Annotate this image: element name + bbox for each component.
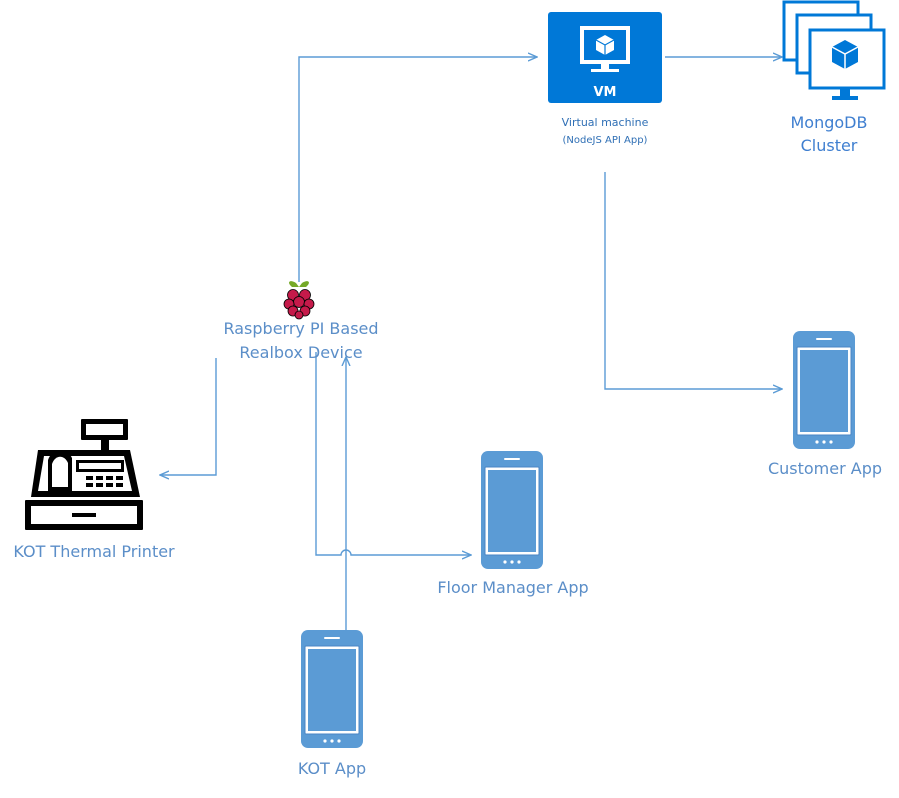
mongodb-label-line2: Cluster <box>800 136 858 155</box>
vm-subtitle: (NodeJS API App) <box>562 135 648 146</box>
vm-badge: VM <box>594 85 617 100</box>
mobile-phone-icon <box>480 450 544 570</box>
kot-app-label: KOT App <box>297 759 367 778</box>
raspberry-pi-icon <box>283 281 315 320</box>
connector-raspberry-to-printer <box>160 358 217 475</box>
mongodb-label-line1: MongoDB <box>790 113 868 132</box>
connector-raspberry-to-vm <box>298 57 537 282</box>
floor-manager-app-label: Floor Manager App <box>437 578 589 597</box>
mobile-phone-icon <box>792 330 856 450</box>
connectors <box>160 57 782 632</box>
raspberry-label-line2: Realbox Device <box>239 343 363 362</box>
cash-register-icon <box>25 419 143 530</box>
connector-raspberry-to-floor-manager <box>315 352 471 555</box>
mobile-phone-icon <box>300 629 364 749</box>
raspberry-label-line1: Raspberry PI Based <box>223 319 379 338</box>
connector-vm-to-customer-app <box>604 172 782 389</box>
vm-icon: VM <box>548 12 662 103</box>
customer-app-label: Customer App <box>767 459 883 478</box>
vm-title: Virtual machine <box>561 116 649 129</box>
vm-stack-icon <box>782 0 886 100</box>
printer-label: KOT Thermal Printer <box>13 542 175 561</box>
